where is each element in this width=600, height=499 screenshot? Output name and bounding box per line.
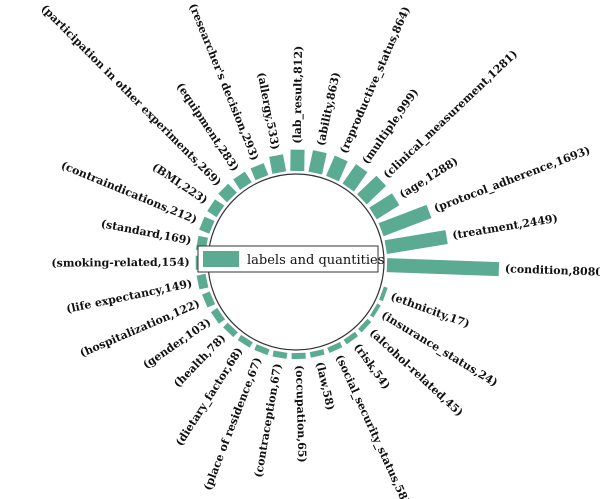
data-label: (standard,169) bbox=[100, 217, 193, 247]
bar-place-of-residence bbox=[254, 344, 270, 356]
data-label: (occupation,65) bbox=[293, 365, 309, 463]
bar-protocol-adherence bbox=[378, 204, 432, 237]
data-label: (law,58) bbox=[313, 361, 337, 412]
bar-contraception bbox=[272, 350, 288, 359]
bar-lab-result bbox=[290, 149, 305, 172]
data-label: (smoking-related,154) bbox=[51, 256, 189, 270]
bar-researcher-s-decision bbox=[250, 163, 269, 181]
bar-multiple bbox=[342, 164, 368, 192]
data-label: (lab_result,812) bbox=[291, 46, 306, 144]
bar-clinical-measurement bbox=[357, 175, 387, 205]
data-label: (condition,8080) bbox=[505, 262, 600, 279]
data-label: (reproductive_status,864) bbox=[337, 4, 413, 155]
legend-swatch bbox=[203, 251, 239, 267]
data-label: (treatment,2449) bbox=[451, 212, 558, 242]
bar-contraindications bbox=[199, 216, 215, 234]
bar-alcohol-related bbox=[358, 318, 372, 333]
bar-insurance-status bbox=[370, 303, 381, 318]
bar-health bbox=[223, 322, 238, 338]
bar-dietary-factor bbox=[237, 334, 253, 348]
legend-label: labels and quantities bbox=[247, 253, 384, 268]
data-label: (ability,863) bbox=[314, 71, 343, 147]
bar-condition bbox=[386, 258, 500, 277]
data-label: (allergy,533) bbox=[255, 71, 282, 151]
bar-ethnicity bbox=[379, 286, 388, 302]
bar-treatment bbox=[384, 230, 448, 255]
bar-equipment bbox=[233, 171, 252, 190]
data-label: (contraindications,212) bbox=[59, 159, 199, 227]
bar-participation-in-other-experiments bbox=[218, 183, 237, 203]
bar-ability bbox=[308, 150, 327, 175]
legend: labels and quantities bbox=[197, 245, 384, 273]
bar-life-expectancy bbox=[196, 273, 209, 290]
data-label: (protocol_adherence,1693) bbox=[432, 144, 592, 216]
bar-allergy bbox=[269, 154, 287, 174]
bar-social-security-status bbox=[327, 341, 343, 353]
bar-age bbox=[369, 193, 400, 220]
bar-law bbox=[309, 349, 325, 358]
bar-gender bbox=[210, 307, 226, 324]
bar-reproductive-status bbox=[326, 155, 348, 182]
bar-risk bbox=[343, 331, 359, 345]
bar-hospitalization bbox=[202, 291, 216, 308]
bar-occupation bbox=[291, 352, 306, 360]
bar-bmi bbox=[207, 199, 225, 218]
